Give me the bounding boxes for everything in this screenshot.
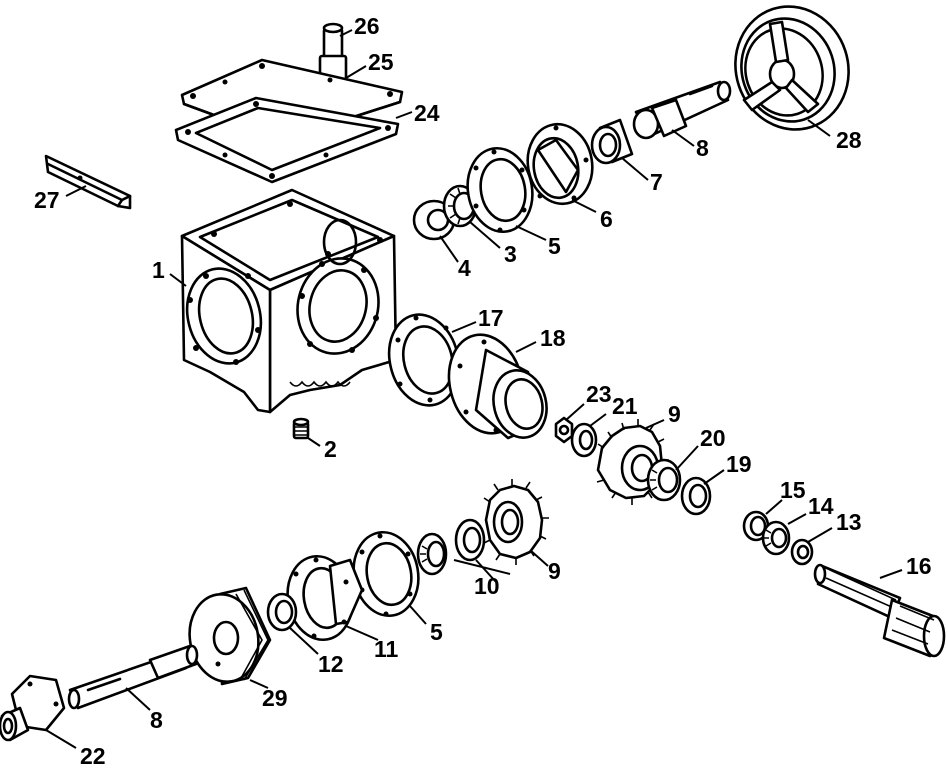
- label-19: 19: [726, 451, 752, 477]
- label-9-upper: 9: [668, 401, 681, 427]
- part-14-bearing: [761, 520, 791, 556]
- label-9-lower: 9: [548, 558, 561, 584]
- label-18: 18: [540, 325, 566, 351]
- part-28-large-pulley: [734, 5, 850, 131]
- part-number-labels: 26 25 24 27 1 2 4 3 5 6 7 8 28 17 18 23 …: [34, 13, 932, 769]
- part-22-flange-hub: [0, 674, 66, 742]
- label-25: 25: [368, 49, 394, 75]
- label-8-upper: 8: [696, 135, 709, 161]
- part-24-gasket: [174, 96, 400, 184]
- part-20-bearing: [646, 458, 682, 502]
- part-5-upper-gasket: [466, 146, 534, 234]
- label-3: 3: [504, 241, 517, 267]
- label-15: 15: [780, 477, 806, 503]
- label-26: 26: [354, 13, 380, 39]
- label-21: 21: [612, 393, 638, 419]
- part-16-splined-shaft: [813, 563, 946, 658]
- label-16: 16: [906, 553, 932, 579]
- label-2: 2: [324, 436, 337, 462]
- part-29-pulley: [188, 586, 272, 686]
- part-18-bearing-housing: [447, 333, 548, 440]
- part-9-lower-bevel-gear: [483, 479, 549, 565]
- part-10-bearing-set: [416, 518, 486, 576]
- label-24: 24: [414, 100, 440, 126]
- part-15-ring: [742, 510, 770, 542]
- part-11-bearing-housing: [286, 554, 364, 642]
- label-22: 22: [80, 743, 106, 769]
- label-7: 7: [650, 169, 663, 195]
- part-19-spacer-ring: [680, 476, 712, 516]
- label-10: 10: [474, 573, 500, 599]
- part-2-drain-plug: [292, 417, 310, 440]
- part-27-angle-strip: [44, 154, 132, 210]
- label-17: 17: [478, 305, 504, 331]
- label-1: 1: [152, 257, 165, 283]
- part-8-upper-shaft: [632, 80, 732, 140]
- label-28: 28: [836, 127, 862, 153]
- label-5-upper: 5: [548, 233, 561, 259]
- part-6-bearing-housing: [526, 122, 594, 206]
- label-5-lower: 5: [430, 619, 443, 645]
- part-5-lower-gasket: [352, 530, 420, 618]
- label-23: 23: [586, 381, 612, 407]
- label-4: 4: [458, 255, 471, 281]
- label-27: 27: [34, 187, 60, 213]
- part-23-nut: [554, 416, 574, 444]
- label-8-lower: 8: [150, 707, 163, 733]
- label-11: 11: [374, 636, 399, 662]
- label-13: 13: [836, 509, 862, 535]
- label-20: 20: [700, 425, 726, 451]
- part-12-oil-seal: [266, 592, 298, 632]
- part-17-gasket: [387, 313, 461, 407]
- part-13-washer: [790, 538, 814, 566]
- part-1-gearbox-housing: [180, 188, 398, 414]
- part-8-lower-shaft: [67, 644, 199, 710]
- label-6: 6: [600, 206, 613, 232]
- label-12: 12: [318, 651, 344, 677]
- part-7-spacer-sleeve: [590, 118, 634, 165]
- label-29: 29: [262, 685, 288, 711]
- label-14: 14: [808, 493, 834, 519]
- part-21-washer: [570, 422, 598, 458]
- leader-lines: [45, 29, 903, 749]
